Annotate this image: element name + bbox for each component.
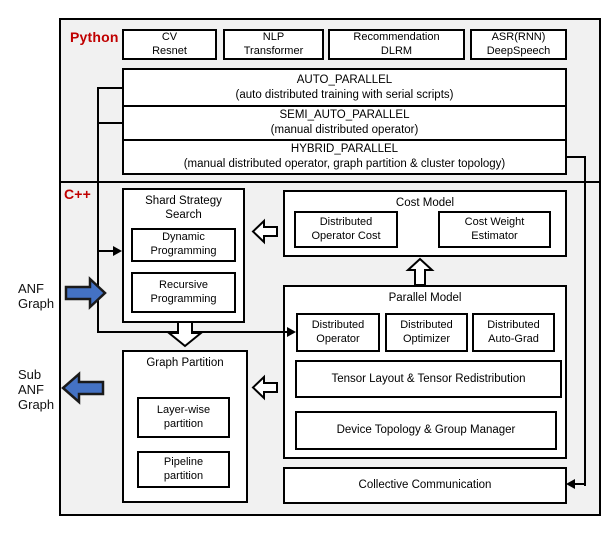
graph-partition-title: Graph Partition bbox=[146, 357, 224, 369]
cost-model-title: Cost Model bbox=[395, 197, 455, 209]
app-box-cv-resnet: CV Resnet bbox=[122, 29, 217, 60]
connector-semi-auto-stub bbox=[97, 122, 124, 124]
cpp-section-label: C++ bbox=[64, 186, 92, 202]
shard-strategy-search-title: Shard Strategy Search bbox=[145, 195, 222, 222]
recursive-programming-box: Recursive Programming bbox=[131, 272, 236, 313]
shard-strategy-search-box: Shard Strategy Search Dynamic Programmin… bbox=[122, 188, 245, 323]
device-topology-group-manager-box: Device Topology & Group Manager bbox=[295, 411, 557, 450]
app-box-asr-deepspeech: ASR(RNN) DeepSpeech bbox=[470, 29, 567, 60]
distributed-operator-cost-box: Distributed Operator Cost bbox=[294, 211, 398, 248]
distributed-optimizer-box: Distributed Optimizer bbox=[385, 313, 468, 352]
connector-left-vertical bbox=[97, 87, 99, 333]
app-box-nlp-transformer: NLP Transformer bbox=[223, 29, 324, 60]
distributed-auto-grad-box: Distributed Auto-Grad bbox=[472, 313, 555, 352]
hollow-arrow-cost-to-shard-icon bbox=[251, 218, 278, 245]
mode-hybrid-parallel: HYBRID_PARALLEL (manual distributed oper… bbox=[122, 139, 567, 175]
parallel-model-box: Parallel Model Distributed Operator Dist… bbox=[283, 285, 567, 459]
mode-semi-auto-parallel: SEMI_AUTO_PARALLEL (manual distributed o… bbox=[122, 105, 567, 141]
connector-to-collective bbox=[573, 483, 585, 485]
layer-wise-partition-box: Layer-wise partition bbox=[137, 397, 230, 438]
connector-to-shard-search bbox=[99, 250, 115, 252]
distributed-operator-box: Distributed Operator bbox=[296, 313, 380, 352]
hollow-arrow-parallel-to-cost-icon bbox=[405, 257, 435, 286]
cost-weight-estimator-box: Cost Weight Estimator bbox=[438, 211, 551, 248]
arrowhead-into-shard-search bbox=[113, 246, 122, 256]
sub-anf-graph-output-arrow-icon bbox=[61, 371, 105, 405]
collective-communication-box: Collective Communication bbox=[283, 467, 567, 504]
connector-hybrid-stub bbox=[565, 156, 585, 158]
graph-partition-box: Graph Partition Layer-wise partition Pip… bbox=[122, 350, 248, 503]
parallel-model-title: Parallel Model bbox=[388, 292, 462, 304]
app-box-recommendation-dlrm: Recommendation DLRM bbox=[328, 29, 465, 60]
cost-model-box: Cost Model Distributed Operator Cost Cos… bbox=[283, 190, 567, 257]
dynamic-programming-box: Dynamic Programming bbox=[131, 228, 236, 262]
connector-right-vertical bbox=[584, 156, 586, 486]
mode-auto-parallel: AUTO_PARALLEL (auto distributed training… bbox=[122, 68, 567, 107]
anf-graph-input-arrow-icon bbox=[64, 276, 107, 310]
arrowhead-into-collective bbox=[566, 479, 575, 489]
hollow-arrow-parallel-to-partition-icon bbox=[251, 374, 278, 401]
python-cpp-divider bbox=[59, 181, 601, 183]
arrowhead-into-distributed-operator bbox=[287, 327, 296, 337]
sub-anf-graph-label: Sub ANF Graph bbox=[18, 367, 55, 412]
tensor-layout-redistribution-box: Tensor Layout & Tensor Redistribution bbox=[295, 360, 562, 398]
hollow-arrow-shard-to-partition-icon bbox=[166, 321, 204, 348]
python-section-label: Python bbox=[70, 29, 119, 45]
connector-auto-parallel-stub bbox=[97, 87, 124, 89]
anf-graph-label: ANF Graph bbox=[18, 281, 55, 311]
pipeline-partition-box: Pipeline partition bbox=[137, 451, 230, 488]
